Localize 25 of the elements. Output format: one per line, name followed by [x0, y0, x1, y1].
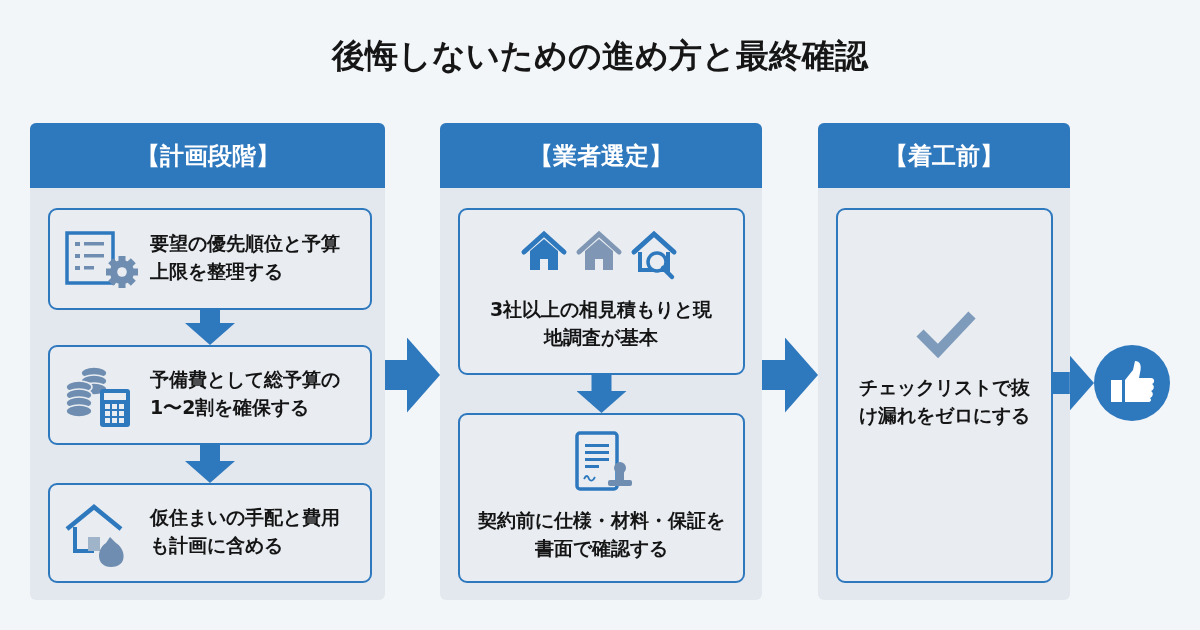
- flow-arrow: [1053, 355, 1094, 411]
- step-box: [48, 345, 372, 445]
- step-text: 要望の優先順位と予算上限を整理する: [150, 231, 341, 284]
- flow-arrow: [185, 310, 235, 345]
- phase-header: 【業者選定】: [440, 123, 762, 188]
- step-box: [48, 208, 372, 310]
- phase-header: 【計画段階】: [30, 123, 385, 188]
- phase-header: 【着工前】: [818, 123, 1070, 188]
- flow-arrow: [385, 337, 440, 413]
- diagram-title: 後悔しないための進め方と最終確認: [330, 35, 870, 77]
- step-text: 3社以上の相見積もりと現地調査が基本: [488, 297, 714, 350]
- step-text: 予備費として総予算の1〜2割を確保する: [150, 367, 341, 420]
- step-box: [458, 208, 745, 375]
- step-text: チェックリストで抜け漏れをゼロにする: [857, 375, 1031, 428]
- flow-arrow: [762, 337, 818, 413]
- step-box: [836, 208, 1053, 583]
- step-box: [48, 483, 372, 583]
- step-text: 契約前に仕様・材料・保証を書面で確認する: [476, 508, 726, 561]
- phase-panel: [30, 123, 385, 600]
- phase-panel: [440, 123, 762, 600]
- flow-arrow: [576, 375, 627, 413]
- step-text: 仮住まいの手配と費用も計画に含める: [150, 505, 341, 558]
- step-box: [458, 413, 745, 583]
- phase-panel: [818, 123, 1070, 600]
- flow-arrow: [185, 445, 235, 483]
